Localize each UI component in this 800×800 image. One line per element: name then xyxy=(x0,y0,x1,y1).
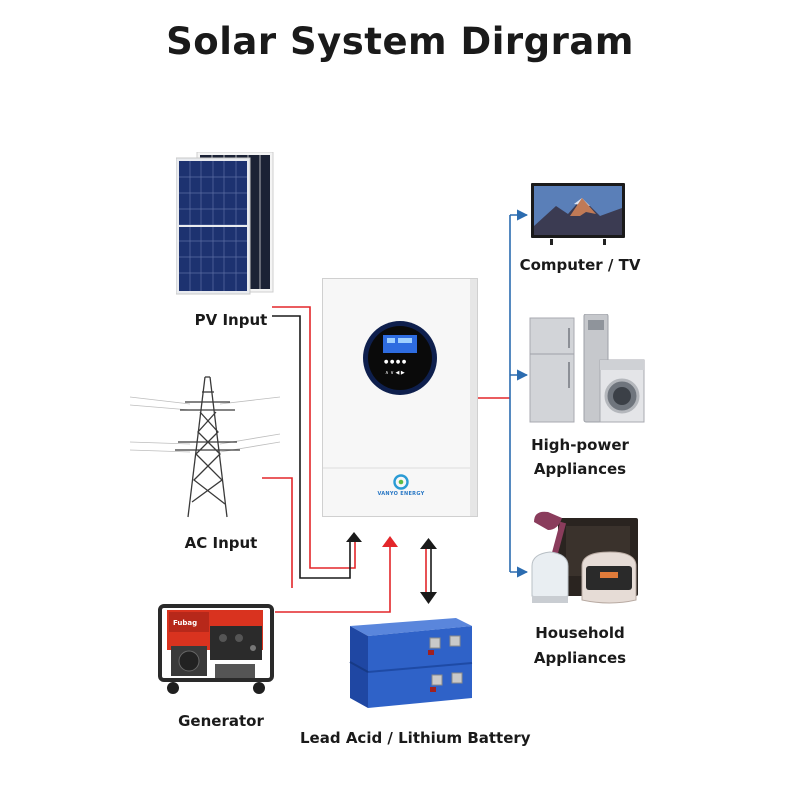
svg-text:∧ ∨ ◀ ▶: ∧ ∨ ◀ ▶ xyxy=(385,370,405,376)
inverter-brand: VANYO ENERGY xyxy=(377,491,425,497)
tv-icon xyxy=(531,183,625,245)
generator-icon: Fubag xyxy=(158,604,274,694)
inverter-unit: ● ● ● ● ∧ ∨ ◀ ▶ xyxy=(322,278,478,517)
pv-wire-negative xyxy=(272,315,351,579)
battery-arrow-down xyxy=(420,592,437,604)
svg-text:● ● ● ●: ● ● ● ● xyxy=(384,359,407,365)
computer-tv-label: Computer / TV xyxy=(519,256,641,274)
high-power-label-line2: Appliances xyxy=(533,460,627,478)
battery-arrow-up xyxy=(420,538,437,549)
household-appliances-icon xyxy=(531,511,638,604)
battery-label: Lead Acid / Lithium Battery xyxy=(300,729,531,747)
battery-icon xyxy=(349,618,473,708)
high-power-label-line1: High-power xyxy=(531,436,629,454)
household-label-line1: Household xyxy=(535,624,625,642)
diagram-title: Solar System Dirgram xyxy=(166,20,634,63)
solar-panel-icon xyxy=(176,152,274,295)
generator-brand-text: Fubag xyxy=(173,619,197,627)
pv-arrow xyxy=(346,532,362,542)
household-label-line2: Appliances xyxy=(533,649,627,667)
ac-input-label: AC Input xyxy=(184,534,258,552)
generator-wire xyxy=(275,544,391,613)
power-tower-icon xyxy=(130,376,280,518)
pv-input-label: PV Input xyxy=(194,311,268,329)
vanyo-logo-icon xyxy=(393,474,409,490)
ac-wire-positive xyxy=(262,477,293,588)
generator-arrow xyxy=(382,536,398,547)
pv-wire-positive xyxy=(272,306,356,569)
generator-label: Generator xyxy=(178,712,264,730)
high-power-appliances-icon xyxy=(529,314,645,423)
